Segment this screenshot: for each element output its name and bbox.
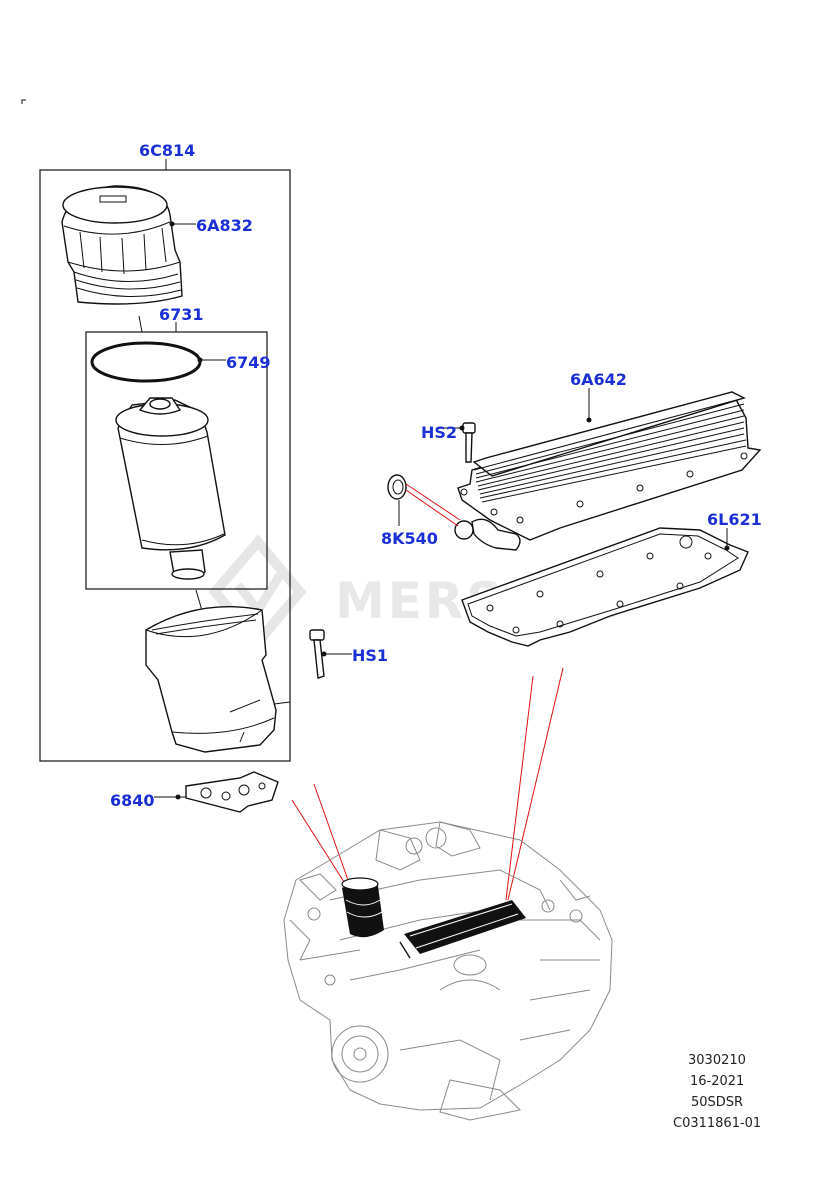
filter-housing [145, 606, 291, 753]
cooler-gasket [461, 527, 749, 647]
ref-illustration-id: C0311861-01 [673, 1116, 761, 1131]
callout-bolt-top[interactable]: HS2 [421, 423, 457, 442]
callout-element[interactable]: 6731 [159, 305, 204, 324]
ref-years: 16-2021 [690, 1074, 744, 1089]
callout-cooler[interactable]: 6A642 [570, 370, 627, 389]
red-line-filter-2 [291, 799, 345, 883]
filter-cap [61, 185, 183, 305]
oil-cooler [454, 391, 762, 551]
callout-cap[interactable]: 6A832 [196, 216, 253, 235]
callout-cooler-gasket[interactable]: 6L621 [707, 510, 762, 529]
seal-red-line-2 [405, 489, 459, 527]
o-ring [90, 341, 202, 383]
ref-model: 50SDSR [691, 1095, 743, 1110]
engine-filter-highlight [341, 877, 384, 938]
filter-element [115, 397, 226, 580]
bolt-side [309, 629, 325, 679]
red-line-filter-1 [313, 783, 349, 881]
ref-code: 3030210 [688, 1053, 746, 1068]
callout-bolt-side[interactable]: HS1 [352, 646, 388, 665]
callout-oring[interactable]: 6749 [226, 353, 271, 372]
bolt-top [462, 422, 476, 463]
housing-gasket [185, 771, 279, 813]
callout-housing-gasket[interactable]: 6840 [110, 791, 155, 810]
red-line-cooler-2 [507, 667, 564, 901]
engine-cooler-highlight [399, 900, 526, 959]
axis-line [138, 315, 143, 333]
seal-red-line-1 [405, 483, 461, 521]
red-line-cooler-1 [505, 675, 534, 901]
assembly-frame [39, 169, 291, 762]
engine-overview [283, 821, 613, 1121]
callout-seal[interactable]: 8K540 [381, 529, 438, 548]
seal-washer [387, 474, 407, 500]
corner-mark [21, 99, 26, 104]
cooler-leader-dot [586, 417, 592, 423]
6l621-leader-dot [724, 545, 730, 551]
callout-assembly[interactable]: 6C814 [139, 141, 195, 160]
